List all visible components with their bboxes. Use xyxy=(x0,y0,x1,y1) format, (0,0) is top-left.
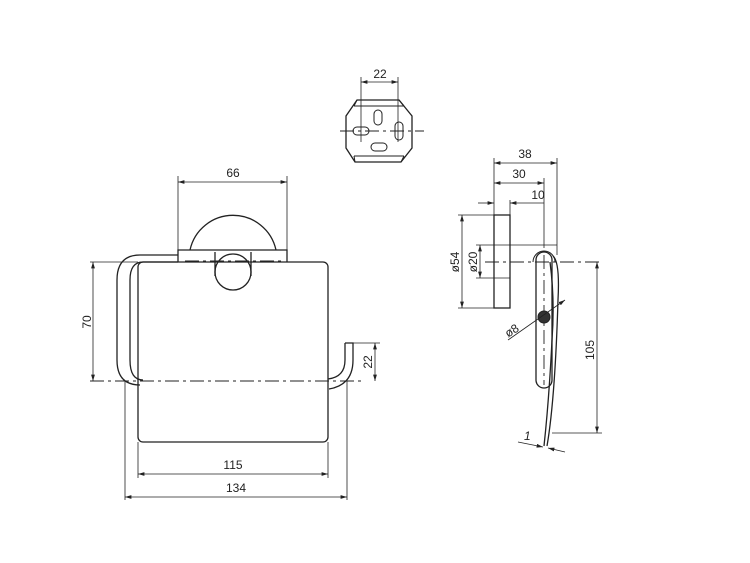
dim-38: 38 xyxy=(518,147,532,161)
flange-base xyxy=(177,249,288,262)
knob xyxy=(537,310,551,324)
dim-66: 66 xyxy=(226,166,240,180)
axle-circle xyxy=(214,253,252,291)
front-view: 66 70 22 115 134 xyxy=(80,166,380,500)
dim-o20: ø20 xyxy=(466,251,480,272)
dim-o8: ø8 xyxy=(502,321,522,341)
cover-profile xyxy=(543,255,560,447)
side-view: ø8 38 30 10 ø54 ø20 105 1 xyxy=(448,147,602,453)
slot-bottom xyxy=(370,142,388,152)
hook xyxy=(327,342,354,390)
dim-o54: ø54 xyxy=(448,251,462,272)
dim-134: 134 xyxy=(226,481,246,495)
cover-plate xyxy=(137,261,329,443)
dim-22: 22 xyxy=(361,355,375,369)
dim-115: 115 xyxy=(223,458,242,472)
dim-105: 105 xyxy=(583,340,597,360)
handle-loop xyxy=(116,254,178,386)
dim-70: 70 xyxy=(80,315,94,329)
wall-plate xyxy=(493,214,511,309)
top-view: 22 xyxy=(340,67,424,163)
dim-1: 1 xyxy=(524,429,531,443)
dim-30: 30 xyxy=(512,167,526,181)
flange-arc xyxy=(189,214,277,251)
dim-10: 10 xyxy=(531,188,545,202)
dim-top-22: 22 xyxy=(373,67,387,81)
slot-vertical xyxy=(373,109,383,126)
